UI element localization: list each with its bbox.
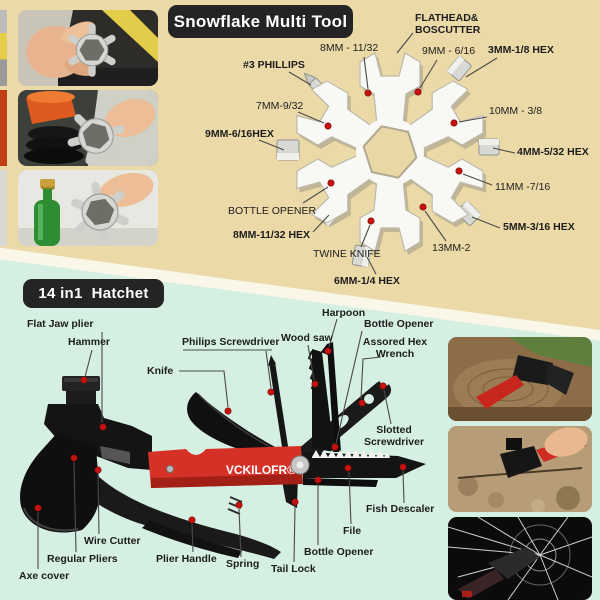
label-3-phillips: #3 PHILLIPS [243,59,305,71]
label-fish-descaler: Fish Descaler [366,503,435,515]
photo-snowflake-bottle [18,170,158,246]
label-bottle-opener-snowflake: BOTTLE OPENER [228,205,317,217]
bottom-section-title: 14 in1 Hatchet [23,279,164,308]
label-spring: Spring [226,558,260,570]
photo-snowflake-valve [18,90,158,166]
cropped-photo-sliver-3 [0,170,7,246]
label-tail-lock: Tail Lock [271,563,316,575]
photo-snowflake-bottle-art [18,170,158,246]
label-bottle-opener-top: Bottle Opener [364,318,434,330]
photo-hatchet-stump-art [448,337,592,421]
label-6mm-1-4-hex: 6MM-1/4 HEX [334,275,400,287]
cropped-photo-sliver-2 [0,90,7,166]
bottom-title-text: 14 in1 Hatchet [38,285,149,302]
label-flathead-boscutter: FLATHEAD& BOSCUTTER [415,12,481,37]
hatchet-illustration: VCKILOFR® [20,342,426,559]
label-13mm-2: 13MM-2 [432,242,471,254]
label-slotted-screwdriver: Slotted Screwdriver [363,424,425,449]
label-regular-pliers: Regular Pliers [47,553,118,565]
label-axe-cover: Axe cover [19,570,70,582]
label-10mm-3-8: 10MM - 3/8 [489,105,543,117]
label-8mm-11-32-hex: 8MM-11/32 HEX [233,229,311,241]
label-wire-cutter: Wire Cutter [84,535,141,547]
photo-hatchet-hand-art [448,426,592,512]
label-hammer: Hammer [68,336,111,348]
photo-snowflake-valve-art [18,90,158,166]
brand-text: VCKILOFR® [226,463,296,477]
label-8mm-11-32: 8MM - 11/32 [320,42,379,54]
label-9mm-6-16-hex: 9MM-6/16HEX [205,128,274,140]
top-section-title: Snowflake Multi Tool [168,5,353,38]
label-9mm-6-16: 9MM - 6/16 [422,45,476,57]
cropped-photo-sliver-1 [0,10,7,86]
label-flat-jaw-plier: Flat Jaw plier [27,318,94,330]
label-bottle-opener-bottom: Bottle Opener [304,546,374,558]
label-5mm-3-16-hex: 5MM-3/16 HEX [503,221,575,233]
label-plier-handle: Plier Handle [156,553,217,565]
photo-snowflake-machine [18,10,158,86]
label-assored-hex-wrench: Assored Hex Wrench [362,336,428,361]
label-4mm-5-32-hex: 4MM-5/32 HEX [517,146,589,158]
photo-hatchet-glass-art [448,517,592,600]
label-11mm-7-16: 11MM -7/16 [495,181,551,193]
photo-hatchet-stump [448,337,592,421]
label-3mm-1-8-hex: 3MM-1/8 HEX [488,44,554,56]
label-wood-saw: Wood saw [281,332,333,344]
top-title-text: Snowflake Multi Tool [173,11,348,31]
photo-hatchet-hand [448,426,592,512]
photo-hatchet-glass [448,517,592,600]
photo-snowflake-machine-art [18,10,158,86]
label-twine-knife: TWINE KNIFE [313,248,381,260]
label-harpoon: Harpoon [322,307,366,319]
label-7mm-9-32: 7MM-9/32 [256,100,304,112]
label-philips-screwdriver: Philips Screwdriver [182,336,280,348]
label-knife: Knife [147,365,174,377]
label-file: File [343,525,362,537]
